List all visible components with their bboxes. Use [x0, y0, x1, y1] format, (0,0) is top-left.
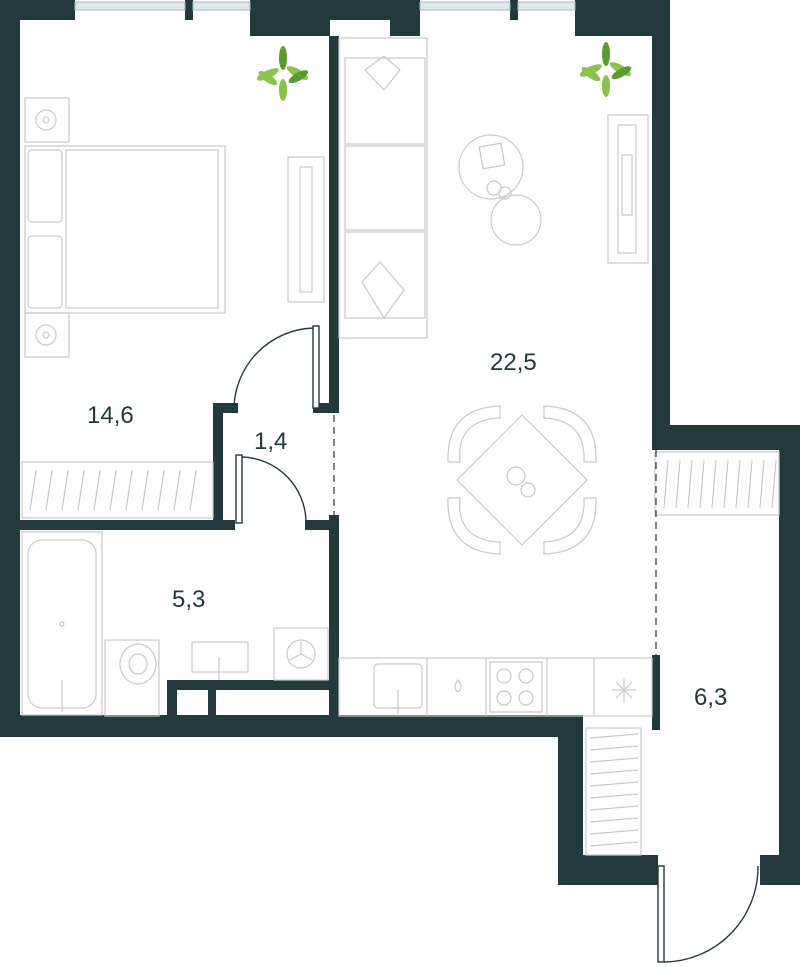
- room-area-living: 22,5: [490, 349, 537, 376]
- balcony-furniture: [585, 451, 780, 856]
- plant-icon: [256, 46, 309, 101]
- living-furniture: [338, 37, 649, 555]
- room-area-balcony: 6,3: [694, 684, 727, 711]
- room-area-bedroom: 14,6: [87, 402, 134, 429]
- kitchen-counter: [338, 657, 653, 717]
- room-area-bathroom: 5,3: [172, 586, 205, 613]
- bathroom-furniture: [21, 531, 329, 717]
- doors: [233, 325, 759, 963]
- area-labels: 14,6 1,4 5,3 22,5 6,3: [87, 349, 727, 711]
- bedroom-furniture: [21, 97, 325, 519]
- plant-icon: [579, 42, 632, 97]
- room-area-hall: 1,4: [254, 428, 287, 455]
- walls: [0, 0, 800, 885]
- windows: [74, 1, 576, 11]
